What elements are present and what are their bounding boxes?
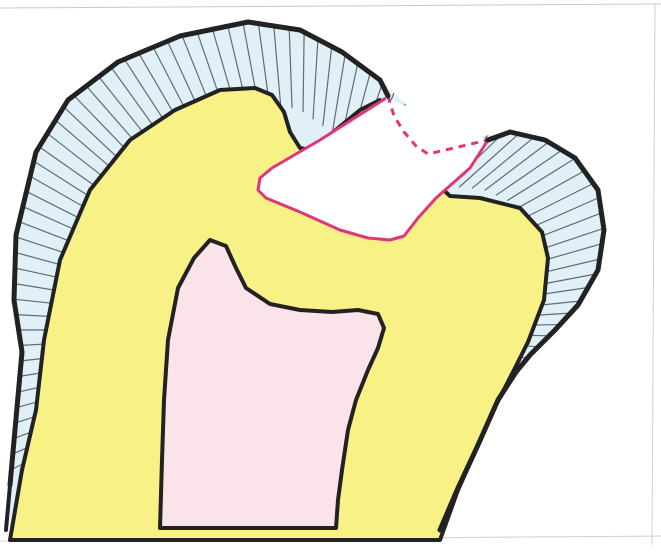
page-edge-top: [0, 4, 661, 8]
tooth-left-edge: [6, 485, 10, 530]
page-edge-right: [652, 4, 655, 545]
